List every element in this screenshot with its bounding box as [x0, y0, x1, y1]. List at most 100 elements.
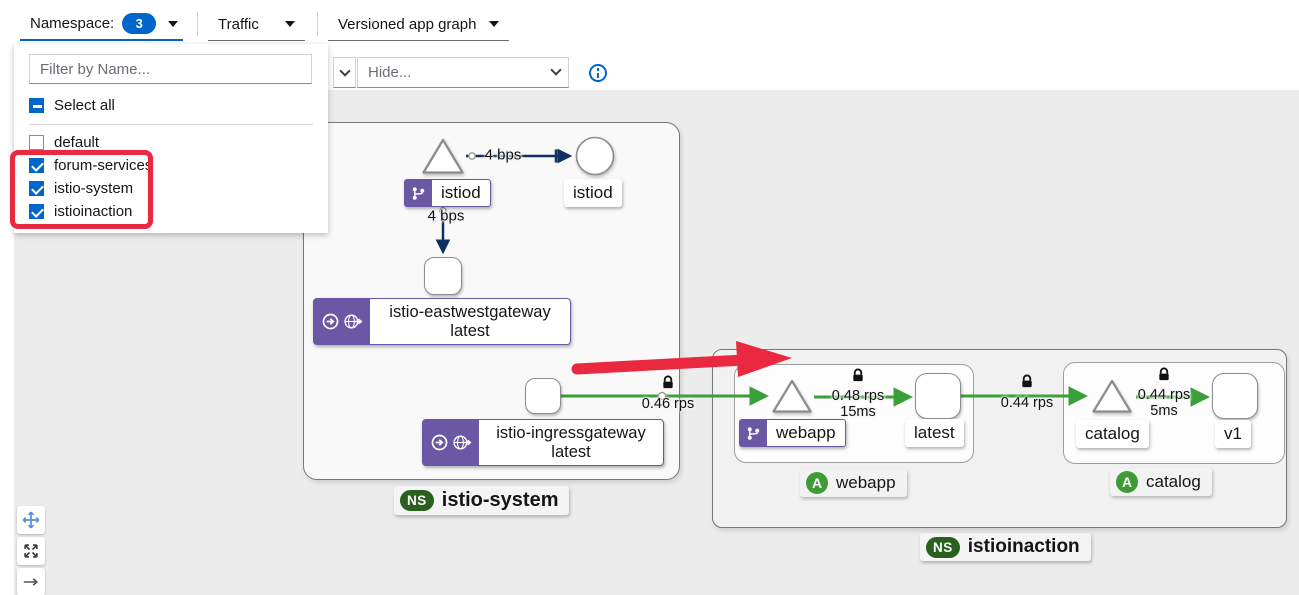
- application-icon: A: [1116, 471, 1138, 493]
- gateway-name: istio-ingressgateway: [496, 423, 646, 442]
- caret-down-icon: [168, 20, 179, 27]
- namespace-name: istioinaction: [967, 536, 1080, 557]
- namespace-option-forum-services[interactable]: forum-services: [29, 157, 313, 174]
- toolbar-divider: [197, 12, 198, 36]
- label-istiod-service[interactable]: istiod: [564, 179, 622, 207]
- traffic-toggle-label: Traffic: [218, 15, 259, 33]
- node-label-text: v1: [1224, 424, 1242, 443]
- mtls-lock-icon: [661, 375, 676, 395]
- edge-label-istiod-service-bps[interactable]: 4 bps: [484, 146, 522, 164]
- label-webapp-latest[interactable]: latest: [905, 419, 964, 447]
- edge-label-latest-catalog-rps[interactable]: 0.44 rps: [1000, 395, 1054, 411]
- node-webapp-latest-workload[interactable]: [915, 373, 961, 419]
- hide-input[interactable]: [357, 57, 569, 88]
- namespace-checkbox[interactable]: [29, 158, 44, 173]
- move-pan-icon: [22, 511, 40, 529]
- namespace-icon: NS: [926, 536, 960, 558]
- namespace-option-default[interactable]: default: [29, 134, 313, 151]
- app-badge-text: webapp: [836, 473, 896, 492]
- namespace-dropdown-toggle[interactable]: Namespace: 3: [20, 8, 183, 41]
- panel-divider: [29, 124, 313, 125]
- namespace-filter-input[interactable]: [29, 54, 312, 84]
- version-branch-icon: [405, 180, 432, 206]
- namespace-count-badge: 3: [122, 13, 157, 34]
- edge-label-webapp-latest-latency[interactable]: 15ms: [840, 404, 876, 420]
- traffic-source-icon: [431, 434, 447, 451]
- namespace-option-istio-system[interactable]: istio-system: [29, 180, 313, 197]
- gateway-globe-icon: [343, 314, 363, 329]
- node-istiod-service-circle[interactable]: [575, 136, 615, 181]
- node-label-text: catalog: [1085, 424, 1140, 443]
- gateway-globe-icon: [452, 435, 472, 450]
- namespace-label-istioinaction[interactable]: NS istioinaction: [920, 533, 1091, 561]
- fit-to-screen-button[interactable]: [17, 537, 45, 565]
- label-catalog-version[interactable]: catalog: [1076, 420, 1149, 448]
- info-icon[interactable]: [589, 64, 607, 82]
- label-webapp-version[interactable]: webapp: [739, 419, 846, 447]
- node-eastwestgateway-workload[interactable]: [424, 257, 462, 295]
- gateway-name: istio-eastwestgateway: [389, 302, 551, 321]
- label-ingressgateway[interactable]: istio-ingressgateway latest: [422, 419, 664, 466]
- application-icon: A: [806, 472, 828, 494]
- select-all-row[interactable]: Select all: [29, 97, 313, 114]
- namespace-label-istio-system[interactable]: NS istio-system: [394, 486, 570, 515]
- toolbar-divider: [317, 12, 318, 36]
- label-istiod-app[interactable]: istiod: [404, 179, 491, 207]
- gateway-version: latest: [450, 321, 490, 340]
- node-catalog-version-triangle[interactable]: [1090, 377, 1134, 420]
- namespace-option-label: default: [54, 134, 100, 151]
- caret-down-icon: [285, 21, 295, 27]
- node-label-text: latest: [914, 423, 955, 442]
- node-catalog-v1-workload[interactable]: [1212, 373, 1258, 419]
- select-all-label: Select all: [54, 97, 115, 114]
- mtls-lock-icon: [1020, 374, 1035, 394]
- namespace-option-istioinaction[interactable]: istioinaction: [29, 203, 313, 220]
- graph-type-dropdown-toggle[interactable]: Versioned app graph: [328, 8, 509, 41]
- namespace-name: istio-system: [441, 489, 559, 511]
- app-badge-text: catalog: [1146, 472, 1201, 491]
- edge-label-webapp-latest-rps[interactable]: 0.48 rps: [831, 388, 885, 404]
- edge-label-ingress-webapp-rps[interactable]: 0.46 rps: [641, 396, 695, 412]
- namespace-checkbox[interactable]: [29, 181, 44, 196]
- edge-label-istiod-eastwest-bps[interactable]: 4 bps: [427, 207, 465, 225]
- select-all-checkbox[interactable]: [29, 98, 44, 113]
- app-badge-webapp[interactable]: A webapp: [800, 469, 907, 497]
- node-label-text: istiod: [441, 183, 481, 202]
- node-label-text: webapp: [776, 423, 836, 442]
- node-istiod-app-triangle[interactable]: [420, 136, 466, 181]
- gateway-icons: [314, 299, 370, 344]
- node-webapp-version-triangle[interactable]: [770, 377, 814, 420]
- version-branch-icon: [740, 420, 767, 446]
- traffic-source-icon: [322, 313, 338, 330]
- node-label-text: istiod: [573, 183, 613, 202]
- traffic-dropdown-toggle[interactable]: Traffic: [208, 8, 305, 41]
- label-catalog-v1[interactable]: v1: [1215, 420, 1251, 448]
- gateway-icons: [423, 420, 479, 465]
- hide-panel-arrow-button[interactable]: [17, 568, 45, 595]
- mtls-lock-icon: [1157, 367, 1172, 387]
- namespace-option-label: istio-system: [54, 180, 134, 197]
- edge-label-catalog-v1-rps[interactable]: 0.44 rps: [1137, 387, 1191, 403]
- caret-down-icon: [489, 21, 499, 27]
- graph-type-toggle-label: Versioned app graph: [338, 15, 477, 33]
- pan-graph-button[interactable]: [17, 506, 45, 534]
- namespace-dropdown-panel: Select all default forum-services istio-…: [14, 44, 328, 233]
- namespace-icon: NS: [400, 490, 434, 511]
- app-badge-catalog[interactable]: A catalog: [1110, 468, 1212, 496]
- arrow-right-icon: [23, 578, 39, 586]
- edge-label-catalog-v1-latency[interactable]: 5ms: [1150, 403, 1178, 419]
- chevron-down-icon: [338, 64, 351, 77]
- namespace-checkbox[interactable]: [29, 135, 44, 150]
- hide-field-wrap: [357, 57, 569, 88]
- node-ingressgateway-workload[interactable]: [525, 378, 561, 414]
- namespace-option-label: istioinaction: [54, 203, 133, 220]
- namespace-checkbox[interactable]: [29, 204, 44, 219]
- gateway-version: latest: [551, 442, 591, 461]
- namespace-toggle-label: Namespace:: [30, 15, 115, 32]
- namespace-option-label: forum-services: [54, 157, 153, 174]
- label-eastwestgateway[interactable]: istio-eastwestgateway latest: [313, 298, 571, 345]
- find-dropdown-caret[interactable]: [333, 57, 356, 88]
- expand-arrows-icon: [24, 544, 38, 558]
- mtls-lock-icon: [851, 368, 866, 388]
